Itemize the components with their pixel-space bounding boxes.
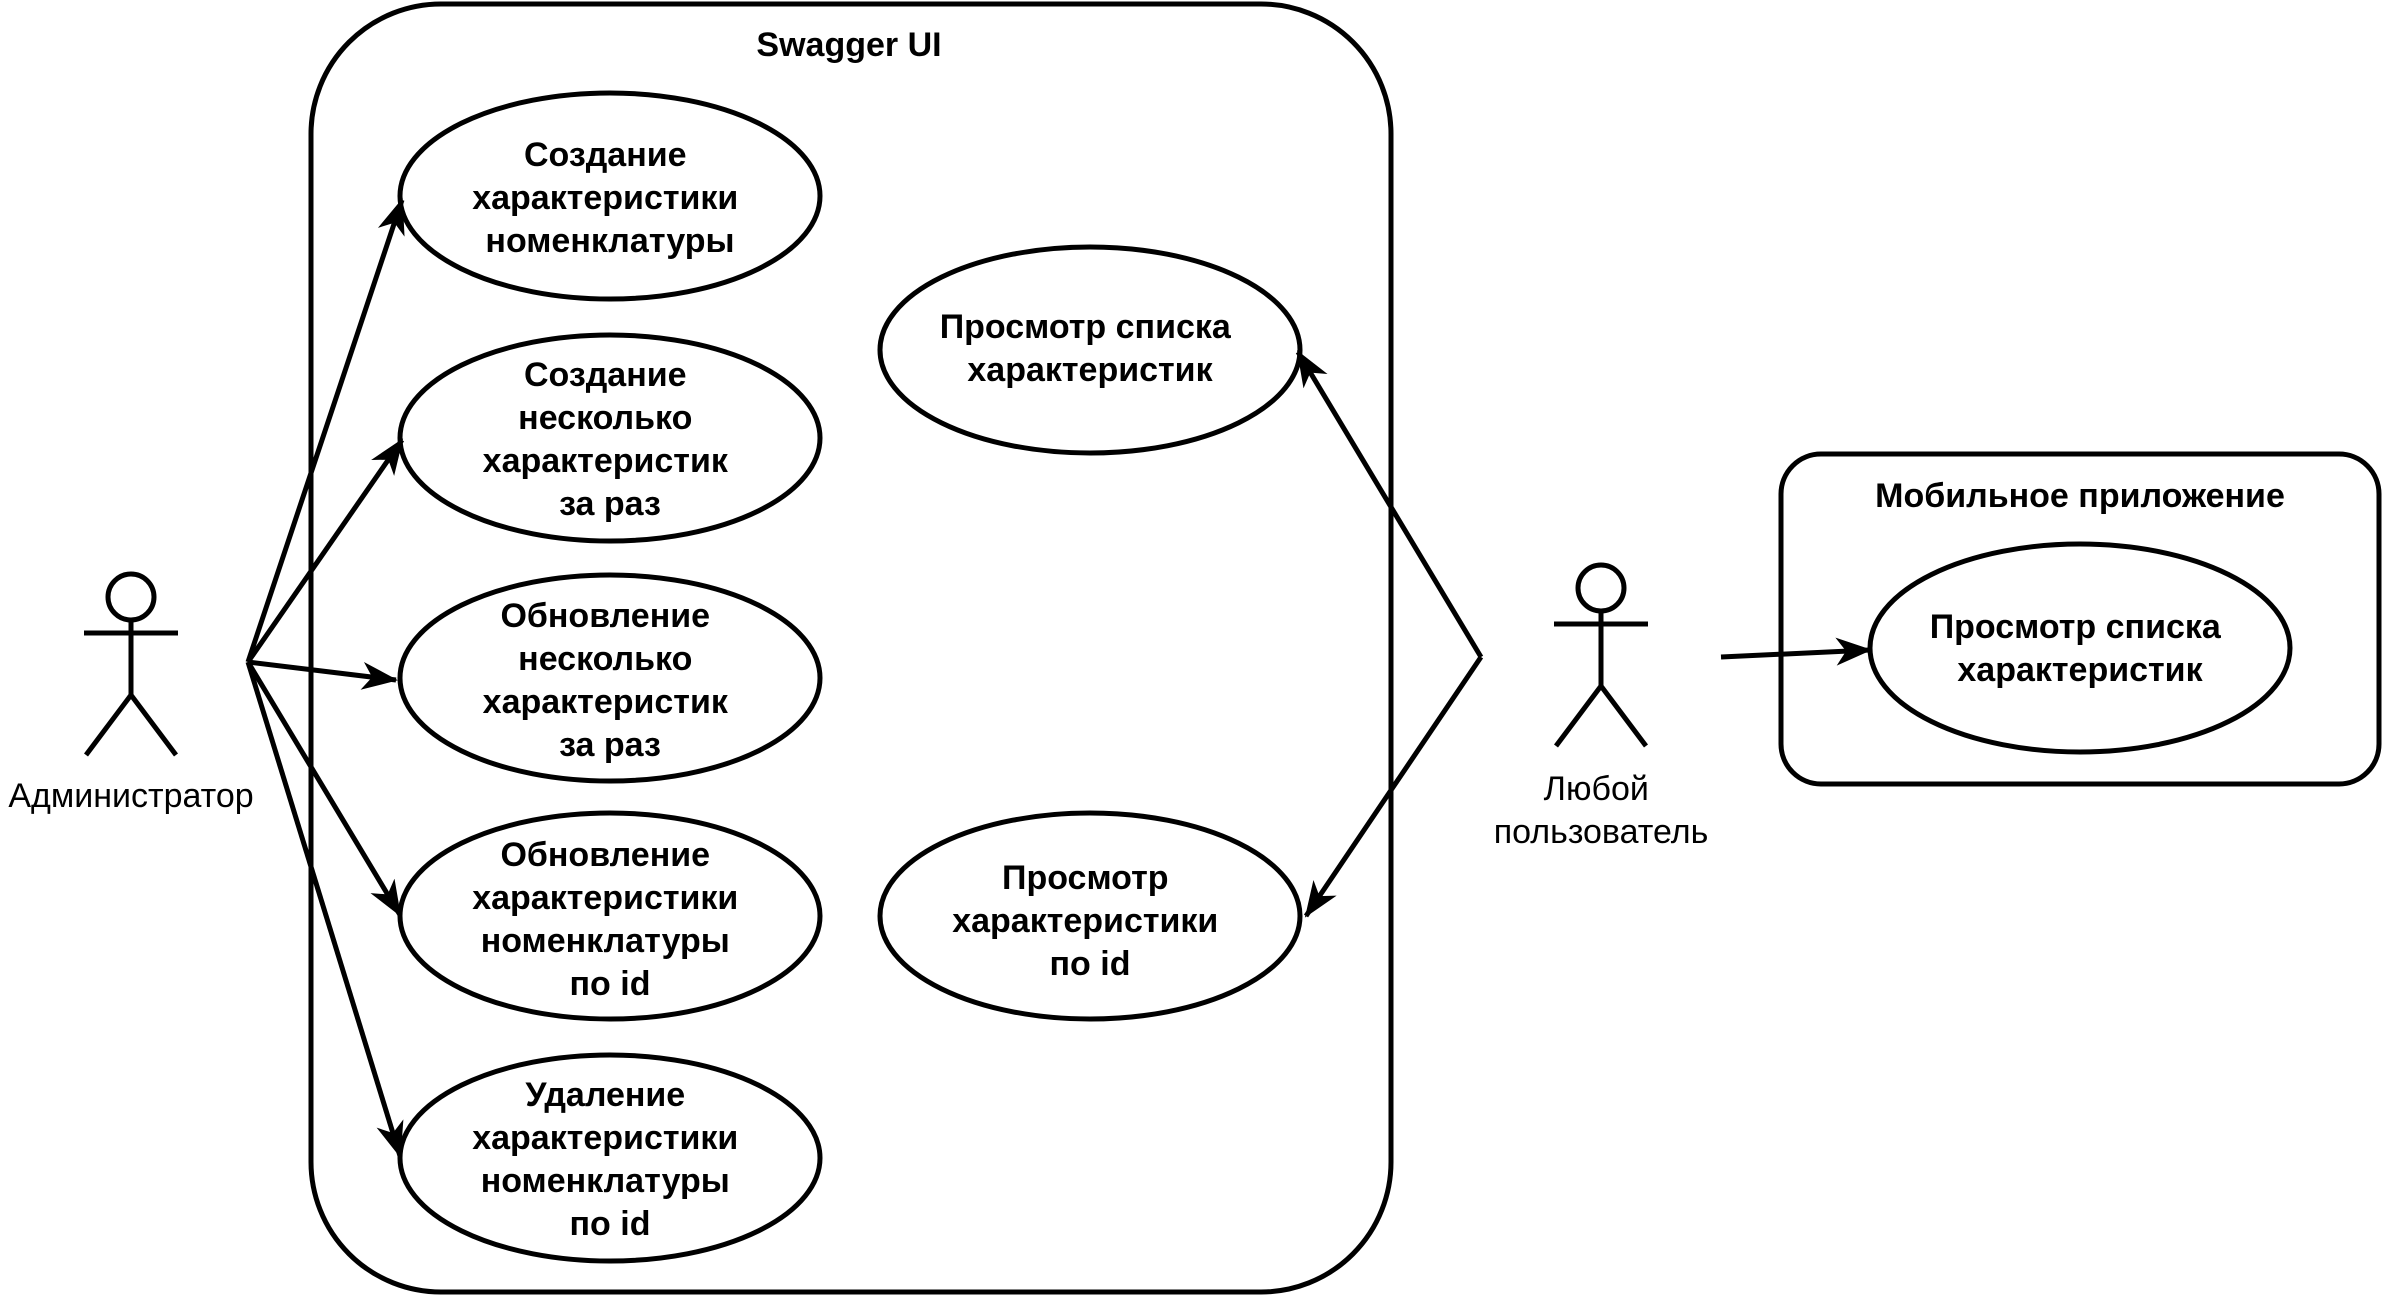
- assoc-admin-delete-by-id: [245, 661, 404, 1158]
- assoc-user-mobile-view-list: [1720, 637, 1872, 666]
- actor-administrator-label: Администратор: [8, 777, 253, 815]
- svg-text:Просмотр характеристики: Просмотр характеристики по id: [952, 859, 1228, 983]
- admin-associations: [245, 198, 405, 1158]
- use-case-mobile-view-list: Просмотр списка характеристик: [1867, 541, 2293, 755]
- use-case-delete-by-id: Удаление характеристики номенклатуры по …: [397, 1052, 823, 1264]
- svg-text:Обновление несколько: Обновление несколько характеристик за ра…: [483, 597, 738, 764]
- use-case-create-many: Создание несколько характеристик за раз: [397, 332, 823, 544]
- actor-head-icon: [1575, 562, 1627, 614]
- svg-text:Просмотр списка характер: Просмотр списка характеристик: [1930, 608, 2231, 689]
- assoc-admin-update-by-id: [245, 660, 403, 917]
- assoc-admin-update-many: [247, 659, 398, 690]
- assoc-user-view-by-id: [1303, 655, 1484, 918]
- user-associations: [1295, 350, 1872, 918]
- actor-any-user: Любой пользователь: [1494, 562, 1709, 851]
- assoc-user-view-list: [1295, 350, 1484, 659]
- use-case-create-one: Создание характеристики номенклатуры: [397, 90, 823, 302]
- assoc-admin-create-one: [245, 198, 405, 663]
- svg-text:Удаление характеристики: Удаление характеристики номенклатуры по …: [472, 1076, 748, 1243]
- mobile-app-title: Мобильное приложение: [1875, 477, 2285, 515]
- actor-head-icon: [105, 571, 157, 623]
- use-case-view-list: Просмотр списка характеристик: [877, 244, 1303, 456]
- svg-text:Создание несколько: Создание несколько характеристик за раз: [483, 356, 738, 523]
- assoc-admin-create-many: [245, 438, 405, 664]
- svg-text:Обновление характеристик: Обновление характеристики номенклатуры п…: [472, 836, 748, 1003]
- actor-administrator: Администратор: [8, 571, 254, 815]
- actor-any-user-label: Любой пользователь: [1494, 770, 1709, 851]
- use-case-update-many: Обновление несколько характеристик за ра…: [397, 572, 823, 784]
- svg-text:Создание характеристики: Создание характеристики номенклатуры: [472, 136, 748, 260]
- svg-text:Просмотр списка характер: Просмотр списка характеристик: [940, 308, 1241, 389]
- use-case-view-by-id: Просмотр характеристики по id: [877, 810, 1303, 1022]
- swagger-ui-title: Swagger UI: [756, 26, 941, 64]
- use-case-update-by-id: Обновление характеристики номенклатуры п…: [397, 810, 823, 1022]
